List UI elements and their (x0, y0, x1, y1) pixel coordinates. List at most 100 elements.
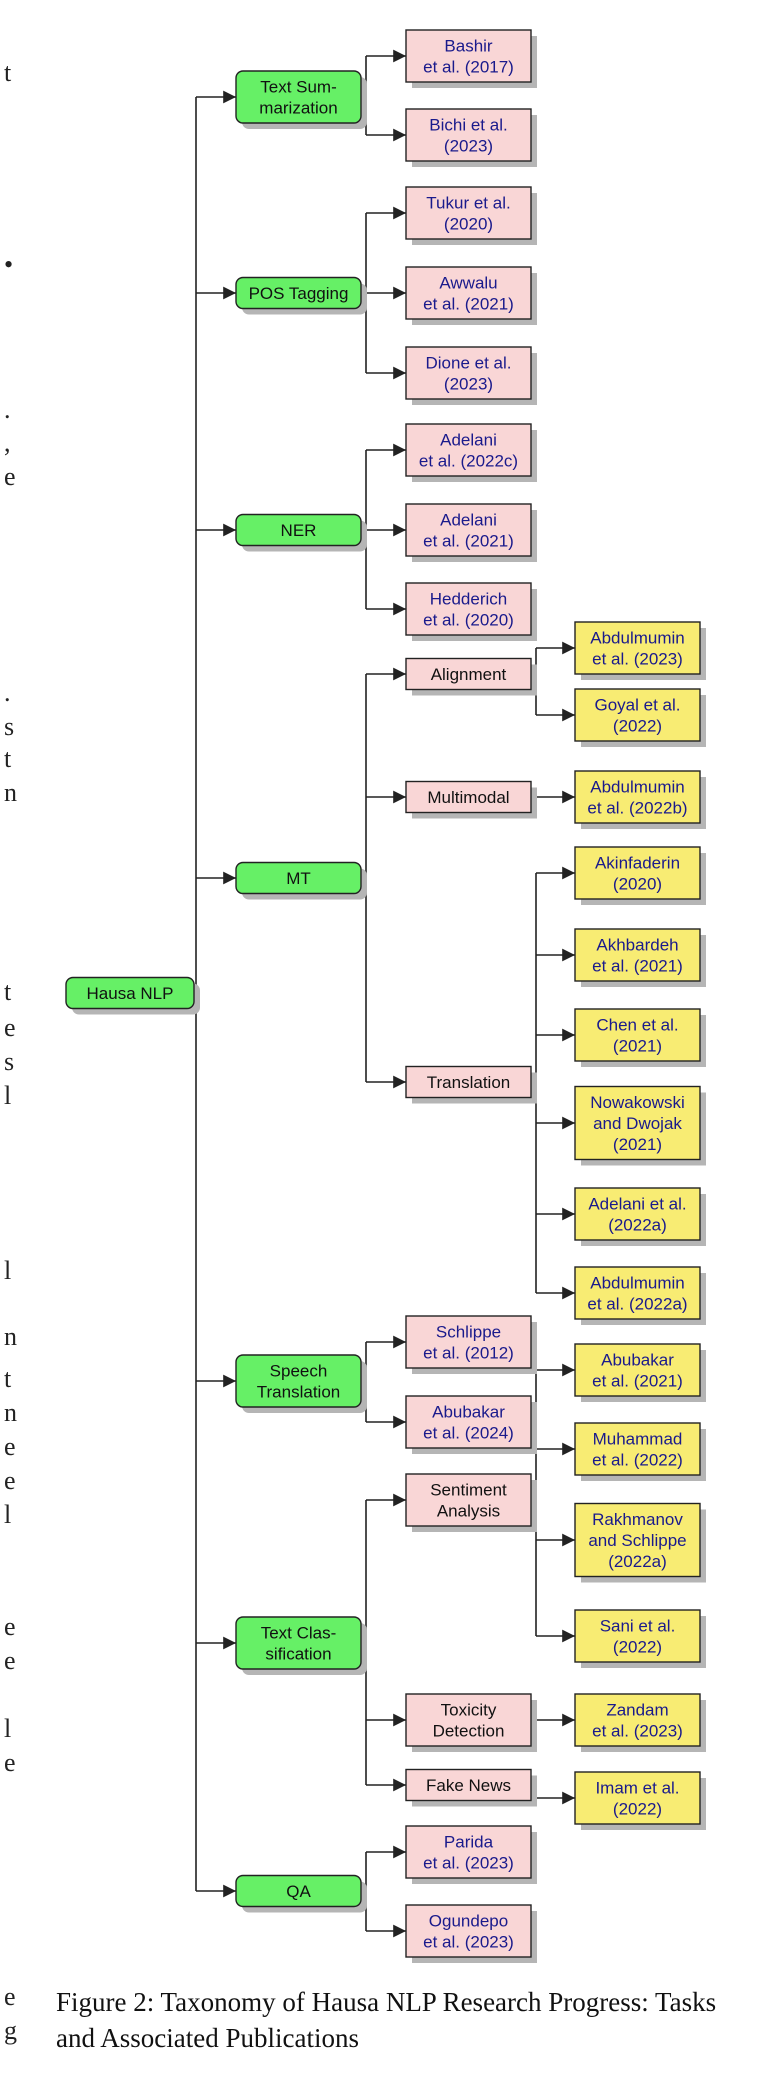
margin-glyph: t (4, 977, 12, 1006)
publication-node-box (574, 1343, 701, 1397)
margin-glyph: e (4, 1982, 16, 2011)
publication-node-label: Bichi et al. (429, 116, 507, 135)
task-node-box (235, 1874, 362, 1908)
margin-glyph: n (4, 1322, 17, 1351)
publication-node-box (574, 1008, 701, 1062)
task-node: QA (235, 1874, 367, 1913)
margin-glyph: g (4, 2016, 17, 2045)
publication-node-label: Abdulmumin (590, 778, 685, 797)
publication-node-label: et al. (2021) (423, 295, 514, 314)
publication-node-box (574, 621, 701, 675)
publication-node-label: (2021) (613, 1135, 662, 1154)
publication-node: Bashir et al. (2017) (405, 29, 537, 88)
publication-node-label: et al. (2022b) (587, 799, 687, 818)
publication-node-label: Awwalu (439, 274, 497, 293)
publication-node-box (405, 266, 532, 320)
publication-node-box (405, 186, 532, 240)
publication-node-box (405, 346, 532, 400)
publication-node-box (574, 1502, 701, 1578)
publication-node-box (405, 423, 532, 477)
publication-node-label: Rakhmanov (592, 1510, 683, 1529)
task-node-label: Text Clas- (261, 1624, 337, 1643)
margin-glyph: l (4, 1081, 12, 1110)
margin-glyph: l (4, 1714, 12, 1743)
publication-node: Dione et al.(2023) (405, 346, 537, 405)
margin-glyph: e (4, 462, 16, 491)
task-node-label: MT (286, 869, 311, 888)
publication-node-label: Muhammad (593, 1430, 683, 1449)
margin-glyph: t (4, 58, 12, 87)
publication-node-label: et al. (2024) (423, 1424, 514, 1443)
publication-node: Bichi et al. (2023) (405, 108, 537, 167)
publication-node-box (574, 688, 701, 742)
publication-node-label: Akhbardeh (596, 936, 678, 955)
publication-node-label: (2022a) (608, 1216, 667, 1235)
publication-node-box (405, 1904, 532, 1958)
margin-glyph: n (4, 1398, 17, 1427)
publication-node-box (405, 582, 532, 636)
publication-node-box (574, 1187, 701, 1241)
subtask-node-box (405, 1065, 532, 1099)
publication-node-label: et al. (2021) (592, 957, 683, 976)
subtask-node: Translation (405, 1065, 537, 1104)
publication-node-label: Imam et al. (595, 1779, 679, 1798)
task-node: NER (235, 513, 367, 552)
publication-node-label: and Schlippe (588, 1531, 686, 1550)
task-node-label: QA (286, 1882, 311, 1901)
publication-node-box (574, 1609, 701, 1663)
publication-node-box (574, 928, 701, 982)
publication-node: Goyal et al.(2022) (574, 688, 706, 747)
publication-node-box (574, 846, 701, 900)
publication-node-label: Zandam (606, 1701, 668, 1720)
task-node-label: NER (281, 521, 317, 540)
publication-node-box (574, 1693, 701, 1747)
publication-node-box (405, 503, 532, 557)
subtask-node-label: Sentiment (430, 1481, 507, 1500)
task-node-label: marization (259, 99, 337, 118)
publication-node-label: Nowakowski (590, 1093, 684, 1112)
publication-node: Imam et al.(2022) (574, 1771, 706, 1830)
publication-node: Chen et al.(2021) (574, 1008, 706, 1067)
subtask-node-box (405, 1768, 532, 1802)
task-node-label: Speech (270, 1362, 328, 1381)
root-node-label: Hausa NLP (87, 984, 174, 1003)
publication-node-label: et al. (2023) (592, 650, 683, 669)
publication-node-box (405, 29, 532, 83)
subtask-node-label: Analysis (437, 1502, 500, 1521)
subtask-node-box (405, 780, 532, 814)
margin-glyph: l (4, 1500, 12, 1529)
subtask-node: Alignment (405, 657, 537, 696)
publication-node-box (405, 1315, 532, 1369)
publication-node-label: Schlippe (436, 1323, 501, 1342)
margin-glyph: e (4, 1466, 16, 1495)
publication-node-box (574, 1085, 701, 1161)
publication-node-label: Abubakar (601, 1351, 674, 1370)
publication-node-label: et al. (2023) (423, 1854, 514, 1873)
publication-node-label: (2022) (613, 1638, 662, 1657)
subtask-node-label: Translation (427, 1073, 510, 1092)
publication-node-label: et al. (2023) (423, 1933, 514, 1952)
task-node-box (235, 70, 362, 124)
publication-node-box (574, 1771, 701, 1825)
margin-glyph: . (4, 678, 11, 707)
publication-node: Tukur et al.(2020) (405, 186, 537, 245)
publication-node-label: et al. (2017) (423, 58, 514, 77)
publication-node: Akinfaderin(2020) (574, 846, 706, 905)
publication-node-label: (2023) (444, 137, 493, 156)
publication-node-label: Ogundepo (429, 1912, 508, 1931)
margin-glyph: t (4, 1364, 12, 1393)
publication-node: Awwalu et al. (2021) (405, 266, 537, 325)
publication-node-label: Adelani (440, 511, 497, 530)
publication-node-label: Hedderich (430, 590, 508, 609)
margin-glyph: s (4, 1047, 15, 1076)
publication-node-label: Bashir (444, 37, 493, 56)
publication-node-label: (2020) (444, 215, 493, 234)
